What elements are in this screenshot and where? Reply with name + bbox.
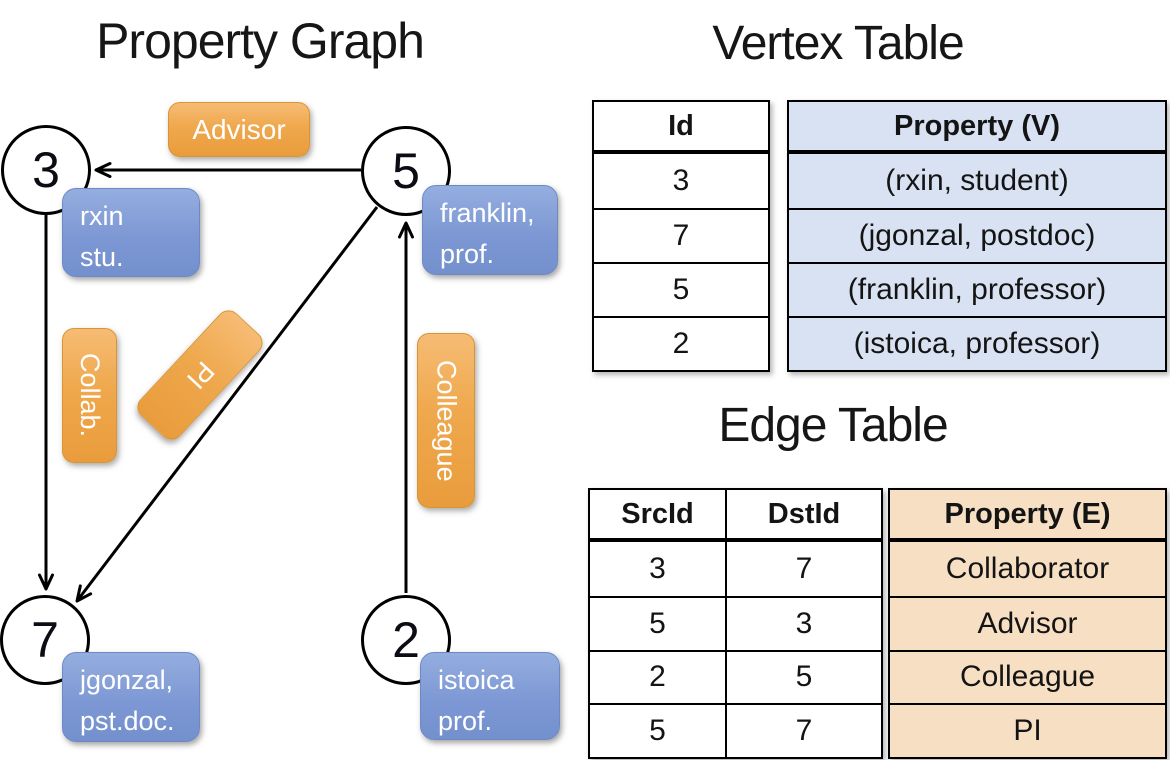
- edge-srcid-cell: 3: [590, 542, 727, 596]
- edge-property-cell: PI: [890, 703, 1165, 757]
- edge-property-cell: Advisor: [890, 595, 1165, 650]
- node-id-label: 5: [392, 143, 420, 199]
- vertex-table-header-property: Property (V): [789, 102, 1165, 154]
- edge-srcid-cell: 5: [590, 703, 727, 757]
- vertex-property-cell: (istoica, professor): [789, 316, 1165, 370]
- vertex-property-line: prof.: [440, 239, 495, 270]
- edge-dstid-cell: 3: [727, 595, 881, 650]
- edge-property-cell: Colleague: [890, 649, 1165, 704]
- vertex-id-cell: 7: [594, 208, 768, 262]
- vertex-id-cell: 3: [672, 164, 690, 197]
- edge-table-header-property: Property (E): [890, 490, 1165, 542]
- graph-node-5: 5: [361, 126, 451, 216]
- edge-table-header-dstid: DstId: [727, 490, 881, 542]
- vertex-property-line: franklin,: [440, 198, 535, 228]
- vertex-property-line: prof.: [438, 706, 493, 737]
- edge-property-box-collab: Collab.: [62, 328, 117, 463]
- node-id-label: 3: [32, 142, 60, 198]
- vertex-property-line: jgonzal,: [80, 665, 174, 695]
- vertex-table-property-column: Property (V) (rxin, student) (jgonzal, p…: [787, 100, 1167, 372]
- vertex-property-line: pst.doc.: [80, 706, 175, 737]
- property-graph-title: Property Graph: [96, 13, 425, 69]
- vertex-property-cell: (jgonzal, postdoc): [789, 208, 1165, 262]
- edge-table-property-column: Property (E) Collaborator Advisor Collea…: [888, 488, 1167, 759]
- edge-srcid-cell: 5: [590, 595, 727, 650]
- vertex-property-box-rxin: rxin stu.: [62, 188, 200, 277]
- vertex-property-box-jgonzal: jgonzal, pst.doc.: [62, 652, 200, 742]
- vertex-id-cell: 5: [594, 262, 768, 316]
- graph-edges-layer: [38, 162, 414, 603]
- edge-line-5-7: [75, 206, 379, 603]
- edge-property-box-colleague: Colleague: [417, 333, 475, 508]
- vertex-id-cell: 2: [594, 316, 768, 370]
- edge-property-cell: Collaborator: [890, 542, 1165, 596]
- vertex-table-title: Vertex Table: [712, 17, 964, 70]
- vertex-property-cell: (franklin, professor): [789, 262, 1165, 316]
- edge-dstid-cell: 7: [795, 551, 813, 585]
- vertex-property-box-istoica: istoica prof.: [420, 652, 560, 740]
- vertex-table-header-id: Id: [594, 102, 768, 154]
- node-id-label: 7: [31, 612, 59, 668]
- vertex-property-box-franklin: franklin, prof.: [422, 185, 558, 275]
- edge-table-srcdst-columns: SrcId DstId 3 7 5 3 2 5 5 7: [588, 488, 883, 759]
- vertex-property-cell: (rxin, student): [789, 154, 1165, 208]
- node-id-label: 2: [392, 612, 420, 668]
- edge-srcid-cell: 2: [590, 649, 727, 704]
- edge-table-header-srcid: SrcId: [590, 490, 727, 542]
- vertex-table-id-column: Id 3 7 5 2: [592, 100, 770, 372]
- vertex-property-line: rxin: [80, 201, 124, 231]
- vertex-property-line: istoica: [438, 665, 515, 695]
- edge-property-box-advisor: Advisor: [168, 102, 310, 157]
- edge-dstid-cell: 5: [727, 649, 881, 704]
- edge-table-title: Edge Table: [718, 399, 948, 452]
- vertex-property-line: stu.: [80, 242, 124, 273]
- graph-node-2: 2: [361, 595, 451, 685]
- edge-dstid-cell: 7: [727, 703, 881, 757]
